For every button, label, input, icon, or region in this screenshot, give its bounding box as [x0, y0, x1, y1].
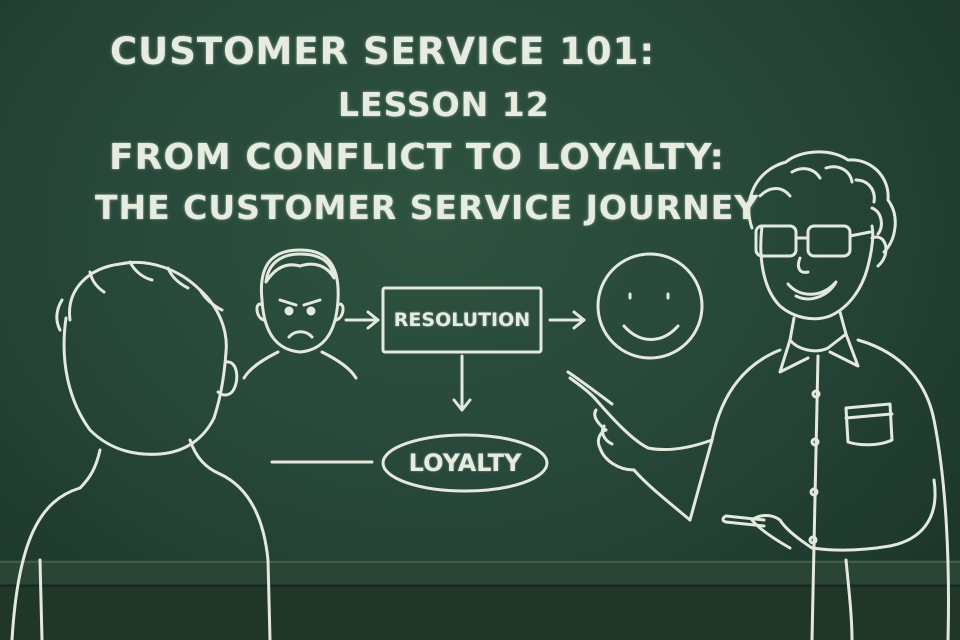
- teacher-figure: [566, 150, 950, 640]
- title-line-3: FROM CONFLICT TO LOYALTY:: [109, 137, 725, 178]
- title-line-4: THE CUSTOMER SERVICE JOURNEY: [95, 188, 760, 227]
- loyalty-label: LOYALTY: [408, 449, 522, 477]
- arrow-to-loyalty: [452, 354, 472, 412]
- arrow-to-happy-face: [548, 310, 586, 330]
- title-line-1: CUSTOMER SERVICE 101:: [110, 30, 656, 73]
- loyalty-ellipse: [381, 433, 549, 493]
- arrow-to-resolution: [344, 310, 380, 330]
- title-line-2: LESSON 12: [338, 85, 550, 124]
- chalk-ledge: [0, 560, 960, 640]
- student-figure: [10, 260, 272, 640]
- smiley-face-icon: [596, 252, 704, 360]
- resolution-label: RESOLUTION: [393, 309, 531, 331]
- resolution-box: [381, 286, 543, 354]
- angry-face-icon: [242, 248, 358, 380]
